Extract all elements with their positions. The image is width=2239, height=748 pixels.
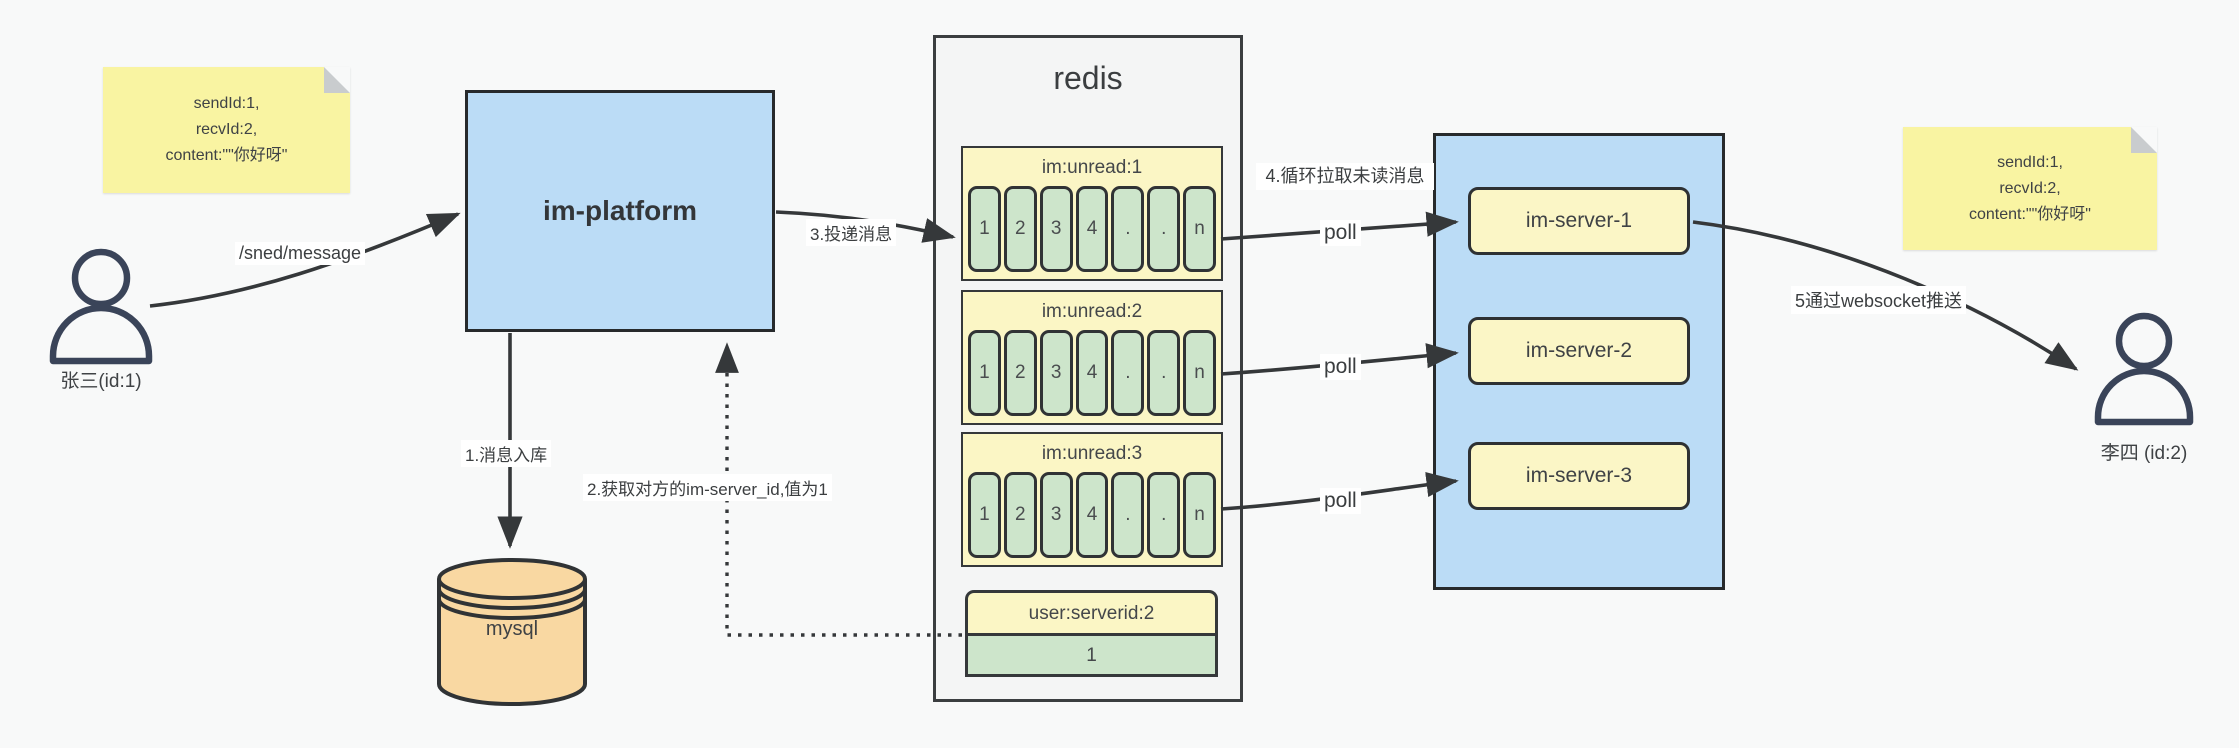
poll-2-label: poll: [1320, 354, 1361, 380]
poll-3-label: poll: [1320, 488, 1361, 514]
sender-label: 张三(id:1): [60, 371, 142, 392]
sender-person-icon: [49, 248, 153, 365]
unread-queue-2: im:unread:2 1 2 3 4 . . n: [961, 290, 1223, 425]
kv-key: user:serverid:2: [965, 590, 1218, 633]
unread-queue-1: im:unread:1 1 2 3 4 . . n: [961, 146, 1223, 281]
send-message-label: /sned/message: [235, 242, 366, 265]
queue-cell: 2: [1003, 330, 1037, 416]
queue-cell: 1: [968, 330, 1001, 416]
unread-queue-3: im:unread:3 1 2 3 4 . . n: [961, 432, 1223, 567]
queue-cell: 4: [1075, 186, 1109, 272]
redis-container: redis im:unread:1 1 2 3 4 . . n im:unrea…: [933, 35, 1243, 702]
queue-cell: 3: [1039, 186, 1073, 272]
pull-unread-label: 4.循环拉取未读消息: [1256, 163, 1434, 190]
queue-cell: .: [1147, 186, 1181, 272]
redis-title: redis: [1053, 60, 1123, 96]
im-server-2-node: im-server-2: [1468, 317, 1690, 385]
queue-cell: 4: [1075, 330, 1109, 416]
note-line: content:""你好呀": [165, 147, 288, 164]
mysql-label: mysql: [485, 618, 539, 640]
im-server-1-node: im-server-1: [1468, 187, 1690, 255]
note-line: recvId:2,: [195, 121, 258, 138]
note-line: sendId:1,: [193, 95, 260, 112]
queue-cell: 1: [968, 186, 1001, 272]
note-line: content:""你好呀": [1969, 205, 2091, 223]
deliver-message-label: 3.投递消息: [806, 219, 897, 246]
queue-cell: 4: [1075, 472, 1109, 558]
im-platform-node: im-platform: [465, 90, 775, 332]
note-line: recvId:2,: [1999, 179, 2061, 197]
queue-header: im:unread:2: [1041, 301, 1143, 322]
im-server-3-node: im-server-3: [1468, 442, 1690, 510]
receiver-message-note: sendId:1, recvId:2, content:""你好呀": [1903, 127, 2157, 250]
fetch-serverid-label: 2.获取对方的im-server_id,值为1: [583, 474, 832, 501]
poll-1-label: poll: [1320, 220, 1361, 246]
queue-cell: 1: [968, 472, 1001, 558]
kv-value: 1: [965, 633, 1218, 677]
queue-cell: 2: [1003, 472, 1037, 558]
queue-cell: n: [1183, 186, 1217, 272]
queue-cell: .: [1147, 472, 1181, 558]
queue-cell: .: [1147, 330, 1181, 416]
mysql-database-icon: [437, 558, 587, 706]
sender-message-note: sendId:1, recvId:2, content:""你好呀": [103, 67, 350, 193]
queue-cell: .: [1111, 186, 1145, 272]
queue-cell: .: [1111, 330, 1145, 416]
note-line: sendId:1,: [1997, 153, 2063, 171]
store-message-label: 1.消息入库: [461, 440, 552, 467]
queue-cell: 2: [1003, 186, 1037, 272]
queue-header: im:unread:1: [1041, 157, 1143, 178]
queue-cell: .: [1111, 472, 1145, 558]
receiver-person-icon: [2094, 312, 2194, 426]
websocket-push-label: 5通过websocket推送: [1791, 286, 1967, 314]
queue-cell: n: [1183, 472, 1217, 558]
user-serverid-entry: user:serverid:2 1: [965, 590, 1218, 677]
queue-cell: 3: [1039, 330, 1073, 416]
receiver-label: 李四 (id:2): [2100, 443, 2188, 464]
queue-header: im:unread:3: [1041, 443, 1143, 464]
queue-cell: n: [1183, 330, 1217, 416]
im-platform-label: im-platform: [543, 195, 697, 226]
queue-cell: 3: [1039, 472, 1073, 558]
